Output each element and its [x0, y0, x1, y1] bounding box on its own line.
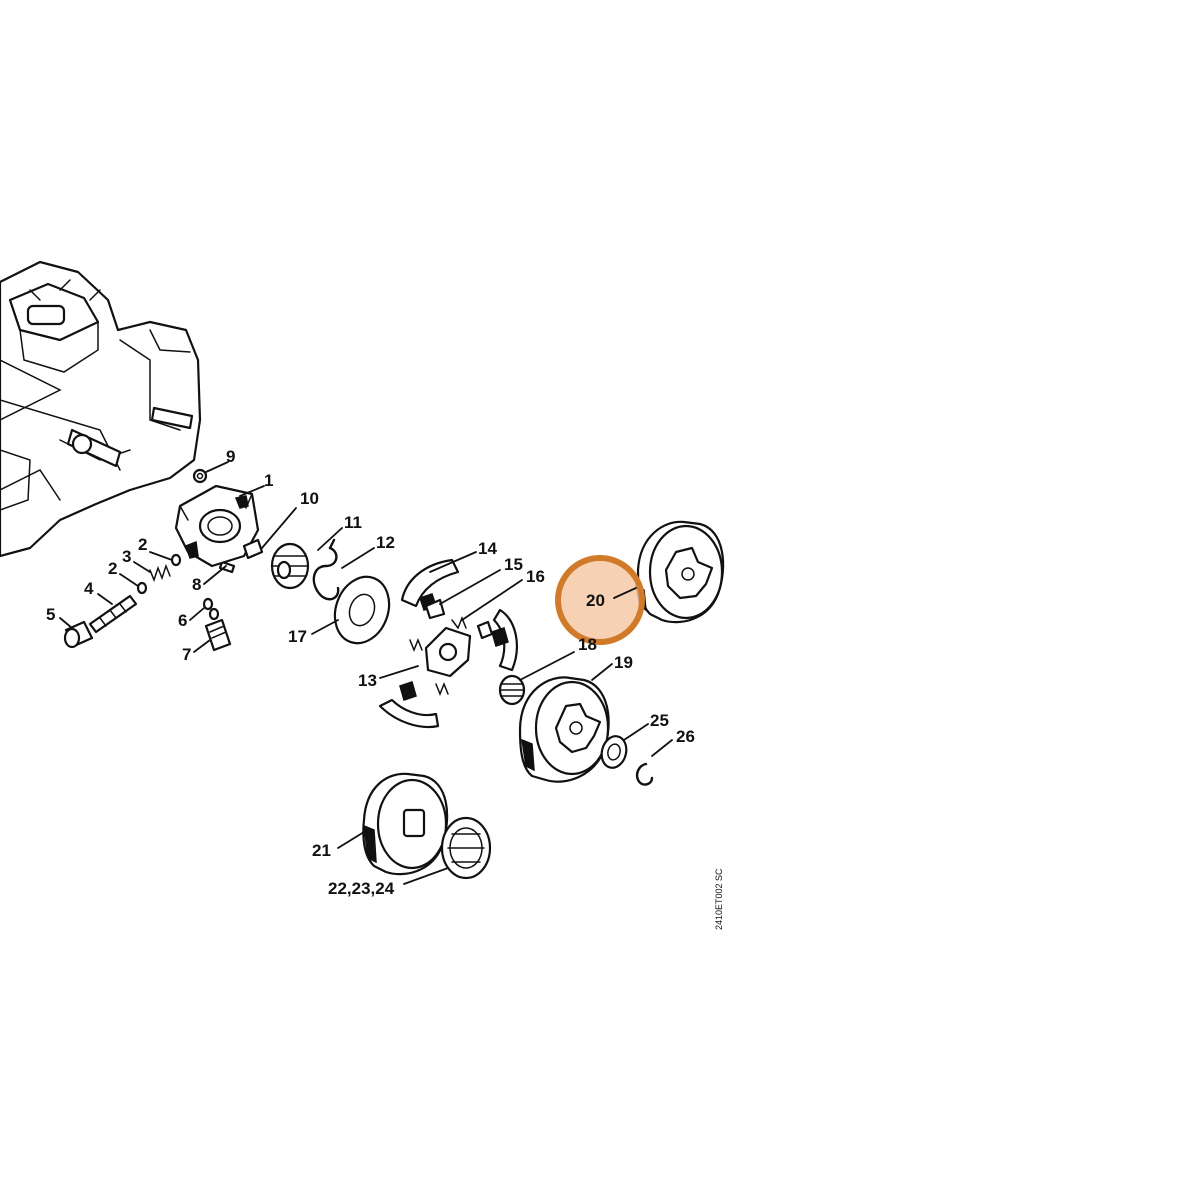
label-11: 11	[344, 513, 362, 532]
label-22-23-24: 22,23,24	[328, 879, 395, 898]
label-10: 10	[300, 489, 319, 508]
e-clip-26	[635, 762, 654, 786]
label-25: 25	[650, 711, 669, 730]
washer-25	[600, 735, 628, 769]
part-labels: 9 1 10 11 12 2 3 2 4 5 8 6 7 14 15 16 17…	[46, 447, 695, 898]
label-21: 21	[312, 841, 331, 860]
clutch-drum-20	[634, 520, 725, 624]
spring-clip	[312, 538, 340, 601]
label-20: 20	[586, 591, 605, 610]
label-17: 17	[288, 627, 307, 646]
label-4: 4	[84, 579, 94, 598]
label-16: 16	[526, 567, 545, 586]
label-9: 9	[226, 447, 235, 466]
label-18: 18	[578, 635, 597, 654]
label-8: 8	[192, 575, 201, 594]
label-13: 13	[358, 671, 377, 690]
label-3: 3	[122, 547, 131, 566]
label-26: 26	[676, 727, 695, 746]
highlight-marker	[555, 555, 645, 645]
needle-bearing	[498, 674, 526, 706]
leader-lines	[59, 461, 673, 885]
label-7: 7	[182, 645, 191, 664]
label-2-lower: 2	[108, 559, 117, 578]
label-6: 6	[178, 611, 187, 630]
label-1: 1	[264, 471, 273, 490]
engine-block	[0, 260, 202, 558]
label-14: 14	[478, 539, 497, 558]
label-15: 15	[504, 555, 523, 574]
clutch-assembly	[378, 558, 518, 729]
clutch-drum-19	[518, 676, 610, 783]
label-5: 5	[46, 605, 55, 624]
rim-drum-21	[362, 772, 449, 876]
washer-plate	[333, 575, 391, 645]
rim-sprocket	[440, 816, 492, 880]
label-2-upper: 2	[138, 535, 147, 554]
label-19: 19	[614, 653, 633, 672]
label-12: 12	[376, 533, 395, 552]
drawing-code: 2410ET002 SC	[714, 868, 724, 930]
oil-pump-parts	[63, 468, 236, 652]
worm-gear	[270, 542, 310, 590]
oil-pump-body	[174, 484, 264, 568]
